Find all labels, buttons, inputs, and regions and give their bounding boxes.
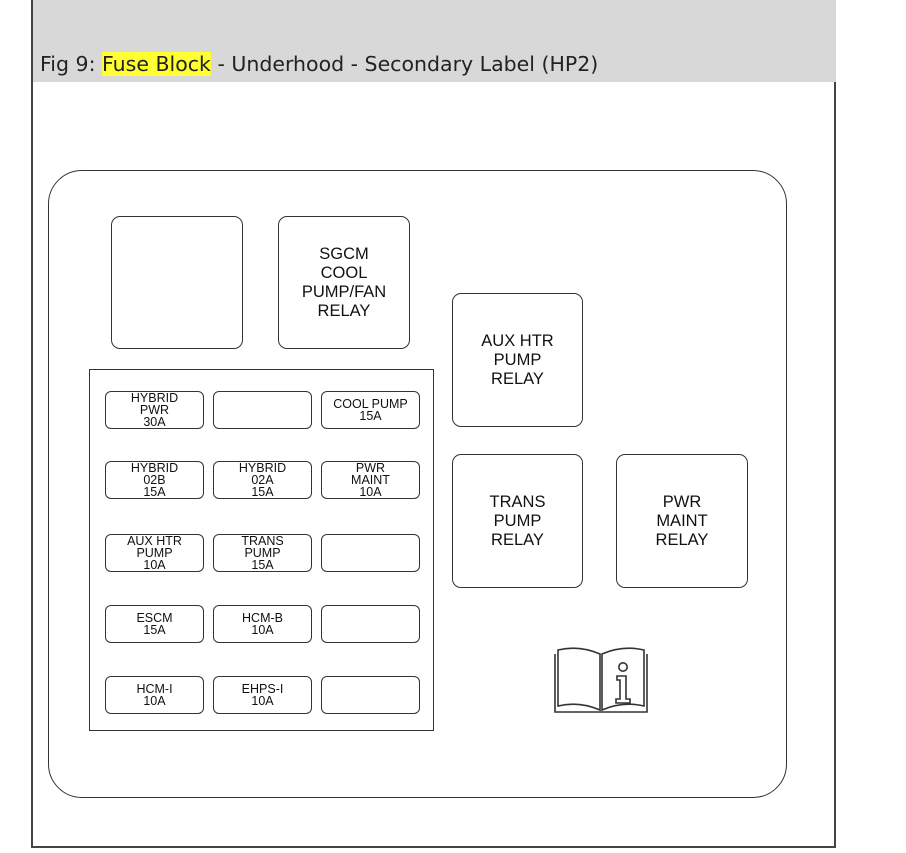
relay-aux-htr-pump: AUX HTR PUMP RELAY xyxy=(452,293,583,427)
fuse-label: EHPS-I 10A xyxy=(241,682,284,708)
fuse-empty xyxy=(213,391,312,429)
fuse-hybrid-pwr: HYBRID PWR 30A xyxy=(105,391,204,429)
caption-highlight: Fuse Block xyxy=(102,52,211,76)
fuse-label: AUX HTR PUMP 10A xyxy=(127,534,182,572)
fuse-label: HYBRID 02B 15A xyxy=(130,461,179,499)
caption-prefix: Fig 9: xyxy=(40,52,102,76)
fuse-empty xyxy=(321,605,420,643)
fuse-trans-pump: TRANS PUMP 15A xyxy=(213,534,312,572)
fuse-label: HCM-I 10A xyxy=(136,682,173,708)
fuse-label: ESCM 15A xyxy=(136,611,173,637)
relay-pwr-maint: PWR MAINT RELAY xyxy=(616,454,748,588)
fuse-empty xyxy=(321,676,420,714)
relay-trans-pump: TRANS PUMP RELAY xyxy=(452,454,583,588)
fuse-hcm-b: HCM-B 10A xyxy=(213,605,312,643)
fuse-label: COOL PUMP 15A xyxy=(333,397,408,423)
relay-label: PWR MAINT RELAY xyxy=(655,492,709,549)
caption-suffix: - Underhood - Secondary Label (HP2) xyxy=(210,52,599,76)
fuse-aux-htr-pump: AUX HTR PUMP 10A xyxy=(105,534,204,572)
fuse-label: HCM-B 10A xyxy=(242,611,283,637)
owner-manual-info-icon xyxy=(554,647,648,713)
fuse-hcm-i: HCM-I 10A xyxy=(105,676,204,714)
fuse-hybrid-02a: HYBRID 02A 15A xyxy=(213,461,312,499)
fuse-label: HYBRID 02A 15A xyxy=(238,461,287,499)
relay-label: TRANS PUMP RELAY xyxy=(489,492,546,549)
fuse-box-panel xyxy=(48,170,787,798)
fuse-cool-pump: COOL PUMP 15A xyxy=(321,391,420,429)
mini-fuse-block xyxy=(89,369,434,731)
fuse-label: TRANS PUMP 15A xyxy=(241,534,284,572)
fuse-escm: ESCM 15A xyxy=(105,605,204,643)
fuse-label: HYBRID PWR 30A xyxy=(130,391,179,429)
relay-blank xyxy=(111,216,243,349)
relay-label: AUX HTR PUMP RELAY xyxy=(481,331,554,388)
fuse-empty xyxy=(321,534,420,572)
figure-caption: Fig 9: Fuse Block - Underhood - Secondar… xyxy=(40,52,598,76)
fuse-ehps-i: EHPS-I 10A xyxy=(213,676,312,714)
relay-label: SGCM COOL PUMP/FAN RELAY xyxy=(301,244,387,320)
fuse-label: PWR MAINT 10A xyxy=(351,461,390,499)
fuse-hybrid-02b: HYBRID 02B 15A xyxy=(105,461,204,499)
fuse-pwr-maint: PWR MAINT 10A xyxy=(321,461,420,499)
relay-sgcm-cool-pump-fan: SGCM COOL PUMP/FAN RELAY xyxy=(278,216,410,349)
